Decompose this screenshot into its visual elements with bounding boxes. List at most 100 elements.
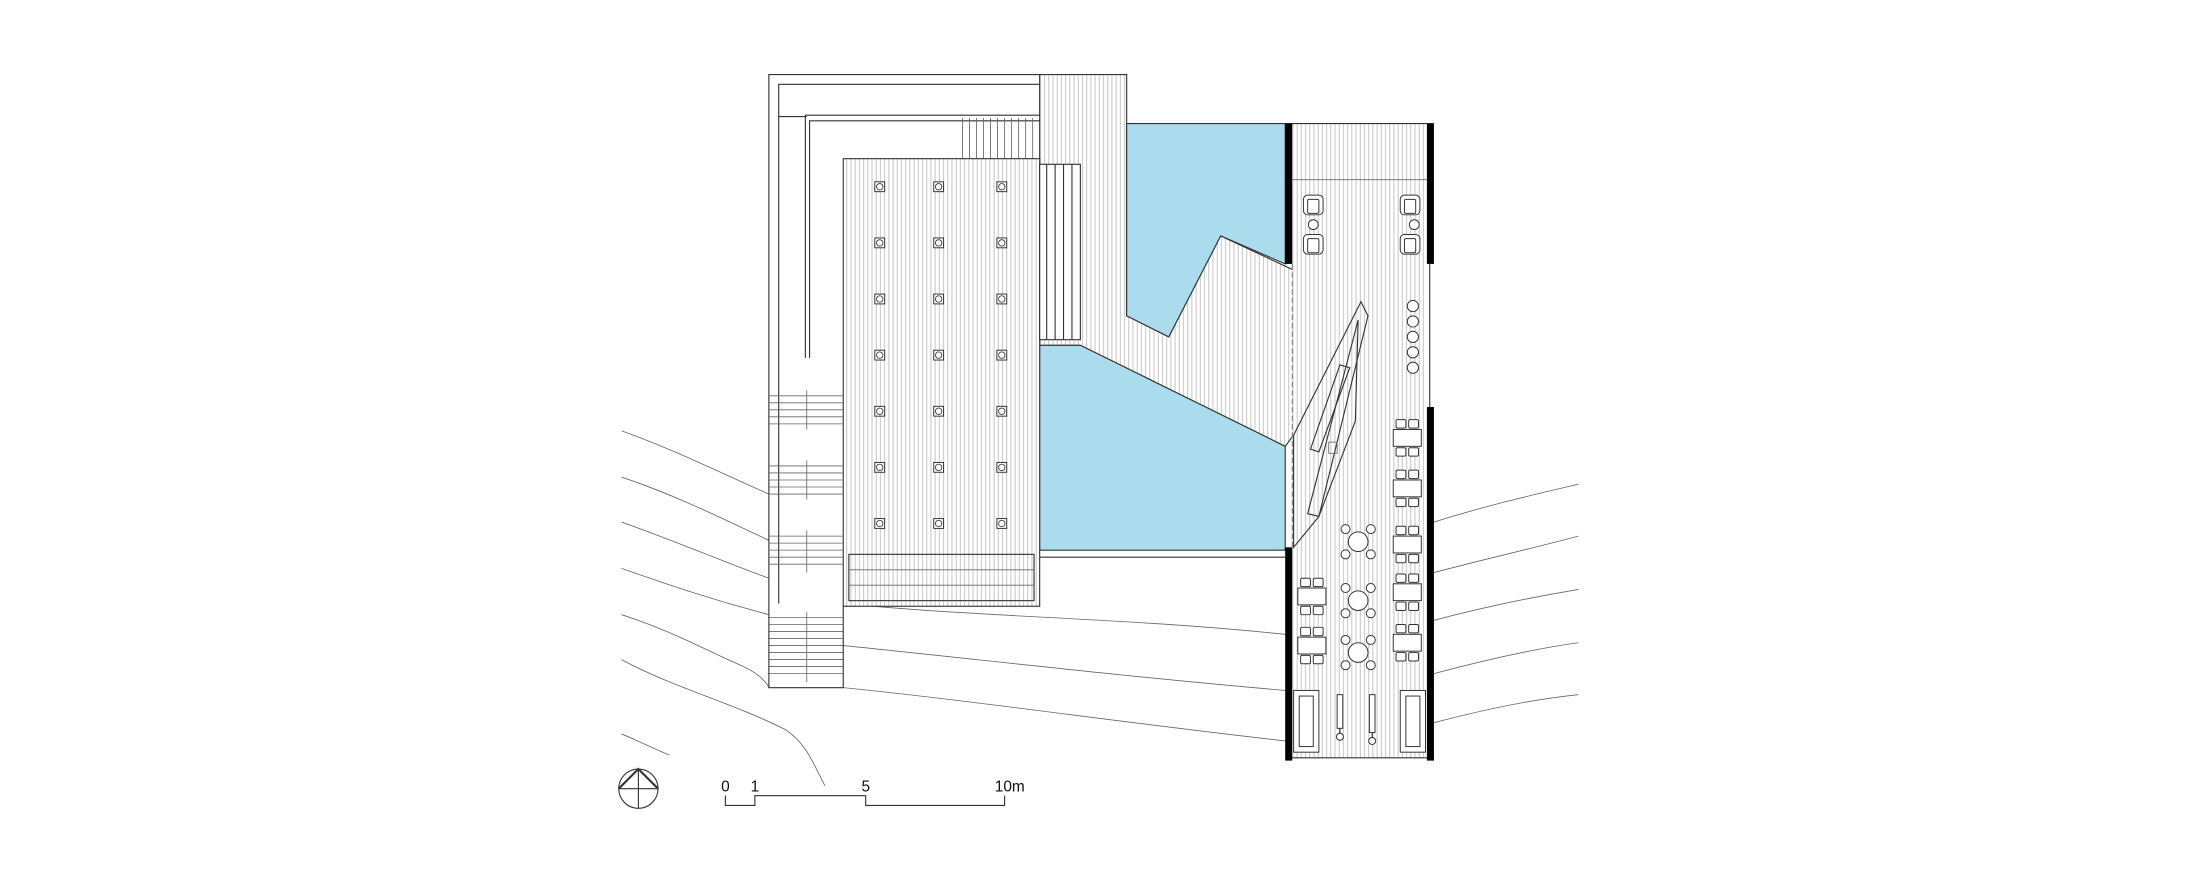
wall (1426, 123, 1434, 264)
scale-label-10m: 10m (995, 778, 1025, 795)
bar-stool-icon (1406, 299, 1419, 313)
shelf-icon (1293, 689, 1320, 753)
bar-stool-icon (1406, 346, 1419, 359)
chair-icon (1340, 608, 1351, 619)
column-icon (874, 461, 886, 473)
column-icon (996, 237, 1008, 249)
chair-icon (1340, 660, 1351, 671)
chair-icon (1312, 654, 1324, 665)
chair-icon (1408, 624, 1419, 634)
round-table-icon (1340, 583, 1376, 619)
chair-icon (1340, 634, 1351, 645)
chair-icon (1408, 469, 1419, 480)
chair-icon (1365, 524, 1376, 535)
deck (842, 158, 1041, 607)
shelf-icon (1399, 689, 1427, 753)
chair-icon (1395, 447, 1407, 457)
chair-icon (1395, 497, 1407, 508)
chair-icon (1340, 549, 1351, 560)
railing (804, 114, 1040, 358)
scale-label-1: 1 (751, 778, 760, 795)
round-table-icon (1340, 634, 1376, 671)
chair-icon (1312, 605, 1324, 616)
column-icon (996, 405, 1008, 417)
chair-icon (1340, 524, 1351, 535)
column-icon (874, 405, 886, 417)
dining-table-icon (1392, 419, 1422, 457)
dining-table-icon (1392, 573, 1422, 611)
chair-icon (1408, 601, 1419, 611)
round-table-icon (1340, 524, 1376, 560)
left-building (768, 73, 1081, 689)
column-icon (996, 518, 1008, 529)
chair-icon (1365, 608, 1376, 619)
wall (1426, 407, 1434, 761)
column-icon (874, 237, 886, 249)
column-icon (996, 293, 1008, 305)
column-icon (996, 349, 1008, 361)
chair-icon (1408, 447, 1419, 457)
chair-icon (1365, 549, 1376, 560)
column-icon (996, 181, 1008, 193)
bench (848, 553, 1035, 602)
chair-icon (1340, 583, 1351, 594)
step-block (1039, 163, 1081, 341)
column-icon (874, 293, 886, 305)
dining-table-icon (1392, 624, 1422, 662)
coat-rack-icon (1368, 694, 1377, 745)
chair-icon (1395, 601, 1407, 611)
column-icon (933, 461, 945, 473)
cafe-building (1285, 123, 1434, 761)
column-icon (933, 237, 945, 249)
column-icon (874, 518, 886, 529)
side-table-icon (1408, 219, 1420, 231)
wall (1285, 123, 1293, 264)
chair-icon (1300, 605, 1311, 616)
scale-label-0: 0 (721, 778, 730, 795)
dining-table-icon (1297, 626, 1327, 665)
dining-table-icon (1392, 469, 1422, 508)
scale-label-5: 5 (861, 778, 870, 795)
column-icon (933, 518, 945, 529)
column-icon (933, 349, 945, 361)
dining-table-icon (1297, 577, 1327, 616)
chair-icon (1312, 626, 1324, 637)
column-icon (933, 405, 945, 417)
armchair-icon (1399, 194, 1421, 216)
top-stairs (962, 117, 1034, 159)
chair-icon (1312, 577, 1324, 588)
chair-icon (1395, 419, 1407, 429)
wall (1285, 547, 1293, 761)
chair-icon (1408, 525, 1419, 536)
column-icon (933, 181, 945, 193)
terrain-contours (621, 430, 1579, 787)
armchair-icon (1302, 194, 1324, 216)
coat-rack-icon (1335, 694, 1344, 741)
dining-table-icon (1392, 525, 1422, 564)
chair-icon (1395, 525, 1407, 536)
bar-stool-icon (1406, 315, 1419, 328)
side-table-icon (1307, 219, 1319, 231)
armchair-icon (1399, 233, 1421, 255)
column-icon (933, 293, 945, 305)
chair-icon (1365, 583, 1376, 594)
chair-icon (1300, 654, 1311, 665)
chair-icon (1365, 660, 1376, 671)
armchair-icon (1302, 233, 1324, 255)
chair-icon (1395, 652, 1407, 662)
chair-icon (1365, 634, 1376, 645)
chair-icon (1300, 626, 1311, 637)
chair-icon (1395, 573, 1407, 583)
bar-stool-icon (1406, 330, 1419, 343)
bar-stool-icon (1406, 361, 1419, 374)
chair-icon (1408, 573, 1419, 583)
bar-counter (1293, 300, 1369, 549)
chair-icon (1408, 497, 1419, 508)
chair-icon (1300, 577, 1311, 588)
column-icon (874, 181, 886, 193)
north-arrow-icon (618, 767, 659, 809)
chair-icon (1408, 419, 1419, 429)
column-icon (996, 461, 1008, 473)
column-icon (874, 349, 886, 361)
